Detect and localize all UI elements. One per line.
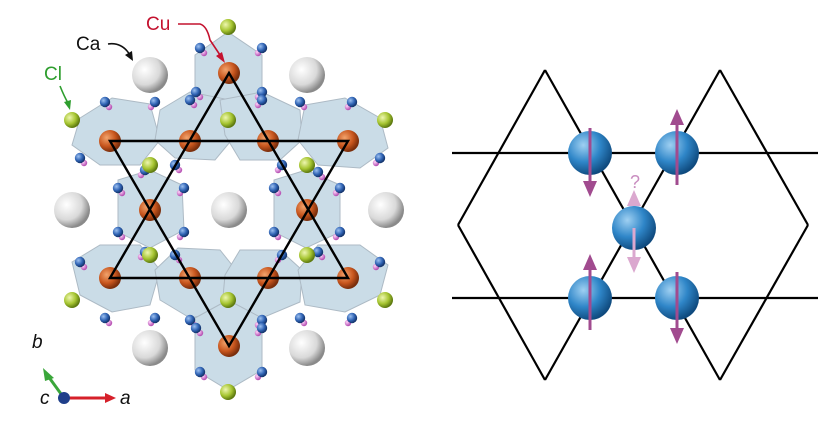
spin-site-upper-right bbox=[655, 109, 699, 185]
o-atom bbox=[346, 312, 358, 324]
polyhedron bbox=[71, 97, 161, 166]
o-atom bbox=[256, 94, 268, 106]
ca-atom bbox=[289, 330, 325, 366]
o-atom bbox=[99, 96, 111, 108]
axis-b-arrowhead bbox=[43, 368, 54, 381]
cl-atom bbox=[377, 292, 393, 308]
cl-atom bbox=[220, 384, 236, 400]
axis-c-dot bbox=[58, 392, 70, 404]
cl-atom bbox=[64, 292, 80, 308]
o-atom bbox=[268, 226, 280, 238]
cl-atom bbox=[220, 112, 236, 128]
kagome-star bbox=[107, 70, 351, 349]
o-atom bbox=[312, 246, 324, 258]
lattice-line bbox=[719, 69, 809, 226]
cl-label-group: Cl bbox=[44, 64, 71, 110]
cu-label: Cu bbox=[146, 14, 170, 35]
lattice-line bbox=[719, 224, 809, 381]
crystal-structure-panel: Cu Ca Cl b a c bbox=[32, 14, 404, 409]
o-atom bbox=[256, 86, 268, 98]
ca-atom bbox=[132, 57, 168, 93]
ca-atom bbox=[289, 57, 325, 93]
o-atom bbox=[346, 96, 358, 108]
ca-atom bbox=[211, 192, 247, 228]
o-atom bbox=[190, 86, 202, 98]
cl-pointer-arrow bbox=[59, 85, 69, 104]
o-atom bbox=[178, 182, 190, 194]
ca-label: Ca bbox=[76, 34, 101, 55]
spin-arrowhead-faint-up bbox=[627, 190, 641, 206]
o-atom bbox=[184, 94, 196, 106]
cl-pointer-arrowhead bbox=[64, 100, 71, 110]
cl-atom bbox=[220, 292, 236, 308]
cl-atom bbox=[377, 112, 393, 128]
o-atom bbox=[178, 226, 190, 238]
o-atom bbox=[190, 322, 202, 334]
oxygen-hydrogen-layer bbox=[74, 42, 386, 381]
cl-atom bbox=[299, 157, 315, 173]
o-atom bbox=[149, 312, 161, 324]
cu-pointer-arrowhead bbox=[216, 52, 225, 63]
spin-site-lower-right bbox=[655, 272, 699, 344]
o-atom bbox=[334, 182, 346, 194]
axis-a-arrowhead bbox=[105, 393, 116, 403]
spin-arrowhead bbox=[583, 254, 597, 270]
o-atom bbox=[99, 312, 111, 324]
ca-pointer-arrow bbox=[107, 42, 131, 56]
calcium-atoms bbox=[54, 57, 404, 366]
frustration-question-mark: ? bbox=[630, 172, 640, 192]
axis-b-label: b bbox=[32, 332, 43, 353]
spin-site-upper-left bbox=[568, 128, 612, 197]
spin-arrowhead bbox=[670, 109, 684, 125]
axis-c-label: c bbox=[40, 388, 50, 409]
spin-site-lower-left bbox=[568, 254, 612, 330]
cl-atom bbox=[299, 247, 315, 263]
o-atom bbox=[256, 366, 268, 378]
cu-pointer-arrow bbox=[178, 23, 223, 59]
o-atom bbox=[256, 42, 268, 54]
cl-atom bbox=[142, 247, 158, 263]
o-atom bbox=[112, 182, 124, 194]
o-atom bbox=[194, 42, 206, 54]
ca-atom bbox=[132, 330, 168, 366]
ca-atom bbox=[368, 192, 404, 228]
ca-atom bbox=[54, 192, 90, 228]
o-atom bbox=[74, 256, 86, 268]
spin-arrowhead bbox=[670, 328, 684, 344]
axis-a-label: a bbox=[120, 388, 131, 409]
cl-atom bbox=[142, 157, 158, 173]
down-triangle bbox=[107, 139, 351, 349]
o-atom bbox=[268, 182, 280, 194]
o-atom bbox=[149, 96, 161, 108]
o-atom bbox=[184, 314, 196, 326]
axis-indicator: b a c bbox=[32, 332, 131, 409]
cl-atom bbox=[220, 19, 236, 35]
lattice-line bbox=[457, 69, 546, 226]
o-atom bbox=[374, 152, 386, 164]
o-atom bbox=[256, 322, 268, 334]
cu-label-group: Cu bbox=[146, 14, 225, 63]
kagome-spin-panel: ? bbox=[452, 69, 818, 381]
o-atom bbox=[194, 366, 206, 378]
cl-label: Cl bbox=[44, 64, 62, 85]
o-atom bbox=[374, 256, 386, 268]
ca-pointer-arrowhead bbox=[125, 51, 133, 61]
o-atom bbox=[112, 226, 124, 238]
o-atom bbox=[294, 312, 306, 324]
spin-site-center-frustrated: ? bbox=[612, 172, 656, 273]
cl-atom bbox=[64, 112, 80, 128]
spin-arrowhead-faint-down bbox=[627, 257, 641, 273]
spin-arrowhead bbox=[583, 181, 597, 197]
o-atom bbox=[334, 226, 346, 238]
o-atom bbox=[312, 166, 324, 178]
lattice-line bbox=[457, 224, 546, 381]
o-atom bbox=[294, 96, 306, 108]
up-triangle bbox=[107, 70, 351, 280]
ca-label-group: Ca bbox=[76, 34, 133, 61]
chlorine-atoms bbox=[64, 19, 393, 400]
o-atom bbox=[256, 314, 268, 326]
o-atom bbox=[74, 152, 86, 164]
